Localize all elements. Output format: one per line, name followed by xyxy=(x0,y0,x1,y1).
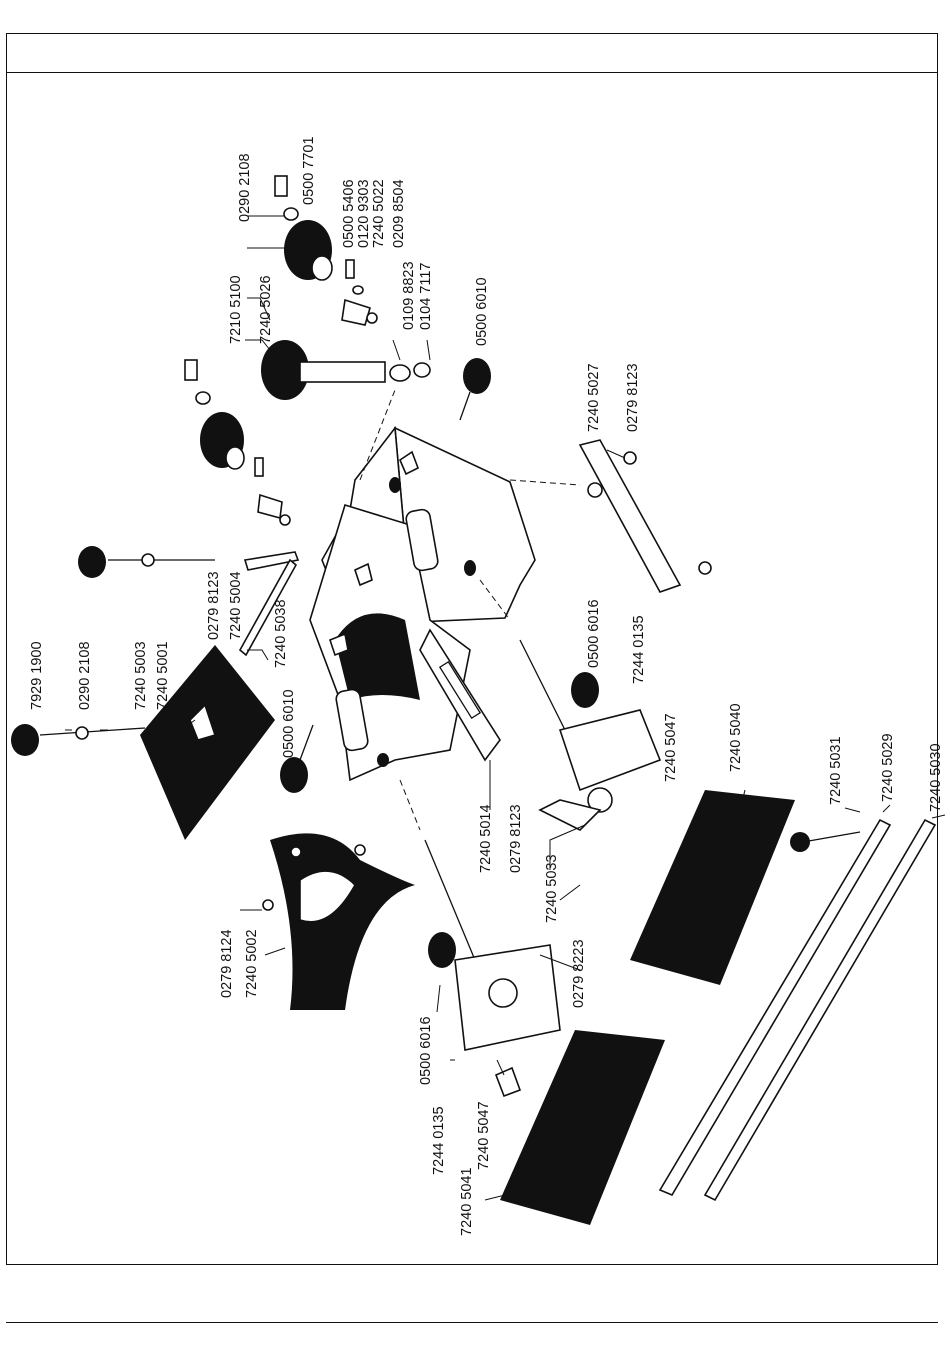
guide-bar-7240-5030 xyxy=(703,818,937,1202)
part-label: 0279 8123 xyxy=(508,804,524,873)
side-plate-left xyxy=(238,551,300,657)
assembly-axis-lines xyxy=(359,389,581,831)
cutter-drum-upper xyxy=(200,220,386,470)
part-label: 0290 2108 xyxy=(77,641,93,710)
feed-bracket-upper xyxy=(519,639,662,831)
part-label: 7240 5027 xyxy=(586,363,602,432)
part-label: 7240 5047 xyxy=(663,713,679,782)
part-label: 7240 5026 xyxy=(258,275,274,344)
guide-bar-7240-5029 xyxy=(658,818,892,1197)
part-label: 7240 5022 xyxy=(371,179,387,248)
knob-0500-6010-left xyxy=(280,724,314,793)
part-label: 7240 5047 xyxy=(476,1101,492,1170)
part-label: 0500 6010 xyxy=(281,689,297,758)
part-label: 0109 8823 xyxy=(401,261,417,330)
part-label: 7240 5001 xyxy=(155,641,171,710)
header-bar xyxy=(7,34,937,73)
upper-fittings xyxy=(184,175,431,526)
drawing-frame xyxy=(6,33,938,1265)
part-label: 7244 0135 xyxy=(431,1106,447,1175)
part-label: 7240 5014 xyxy=(478,804,494,873)
part-labels: 0290 2108 0500 7701 0500 5406 0120 9303 … xyxy=(29,136,944,1236)
knob-0500-6010-top xyxy=(459,358,491,421)
feed-roller-7240-5040 xyxy=(630,790,795,985)
part-label: 7240 5031 xyxy=(828,736,844,805)
part-label: 0104 7117 xyxy=(418,263,434,330)
side-plate-right xyxy=(419,628,501,762)
part-label: 7240 5041 xyxy=(459,1167,475,1236)
leader-lines xyxy=(65,215,946,1201)
part-label: 0279 8123 xyxy=(206,571,222,640)
main-housing xyxy=(309,425,536,782)
footer-rule xyxy=(6,1322,938,1323)
part-label: 0500 6010 xyxy=(474,277,490,346)
part-label: 0120 9303 xyxy=(356,179,372,248)
part-label: 7240 5002 xyxy=(244,929,260,998)
fence-block-7240-5001 xyxy=(140,645,275,840)
part-label: 7240 5029 xyxy=(880,733,896,802)
part-label: 7240 5030 xyxy=(928,743,944,812)
part-label: 7244 0135 xyxy=(631,615,647,684)
part-label: 7240 5040 xyxy=(728,703,744,772)
part-label: 7240 5003 xyxy=(133,641,149,710)
part-label: 0500 6016 xyxy=(586,599,602,668)
part-label: 0279 8124 xyxy=(219,929,235,998)
part-label: 7210 5100 xyxy=(228,275,244,344)
part-label: 0500 5406 xyxy=(341,179,357,248)
part-label: 7929 1900 xyxy=(29,641,45,710)
part-label: 0279 8223 xyxy=(571,939,587,1008)
knob-left-upper xyxy=(78,546,215,578)
chip-chute-7240-5002 xyxy=(262,833,415,1010)
feed-bracket-lower xyxy=(424,839,561,1098)
adjusting-bar-7240-5027 xyxy=(578,439,712,593)
part-label: 7240 5004 xyxy=(228,571,244,640)
part-label: 7240 5038 xyxy=(273,599,289,668)
part-label: 0290 2108 xyxy=(237,153,253,222)
knob-7929-1900 xyxy=(11,724,146,756)
part-label: 0500 6016 xyxy=(418,1016,434,1085)
feed-roller-7240-5041 xyxy=(500,1030,665,1225)
part-label: 0209 8504 xyxy=(391,179,407,248)
part-label: 0500 7701 xyxy=(301,136,317,205)
part-label: 0279 8123 xyxy=(625,363,641,432)
part-label: 7240 5033 xyxy=(544,854,560,923)
